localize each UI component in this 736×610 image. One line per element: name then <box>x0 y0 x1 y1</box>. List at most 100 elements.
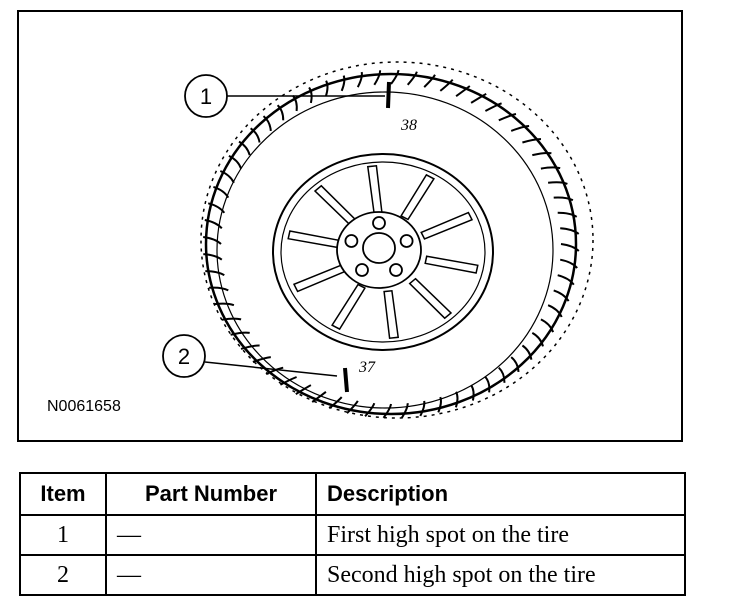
lug-nut <box>399 234 414 248</box>
tread-lug <box>423 74 436 88</box>
lug-nut <box>355 263 369 277</box>
tire <box>200 61 594 419</box>
tread-lug <box>521 344 533 360</box>
high-spot-label-2: 37 <box>358 359 376 376</box>
high-spot-label-1: 38 <box>400 117 417 134</box>
tread-lug <box>262 115 272 131</box>
wheel-spokes <box>287 164 479 340</box>
tread-lug <box>470 384 475 401</box>
tread-lug <box>553 289 570 302</box>
tread-lug <box>209 286 229 292</box>
tread-lug <box>213 185 230 199</box>
tread-lug <box>484 102 502 112</box>
tread-lug <box>553 196 574 202</box>
tread-lug <box>340 75 346 92</box>
tread-lug <box>560 258 578 269</box>
tread-lug <box>547 304 563 318</box>
wheel-spoke <box>331 283 366 331</box>
callout-2: 2 37 <box>162 334 376 393</box>
tread-lug <box>419 400 426 417</box>
tread-lug <box>532 151 552 157</box>
tread-lug <box>311 391 327 403</box>
wheel-spoke <box>420 211 474 240</box>
wheel-spoke <box>366 164 383 215</box>
figure-code: N0061658 <box>47 398 121 415</box>
cell-item: 2 <box>19 554 107 596</box>
tread-pattern <box>203 69 580 419</box>
tread-lug <box>207 202 226 214</box>
wheel-spoke <box>400 173 435 221</box>
tread-lug <box>382 403 392 419</box>
callout-1-number: 1 <box>200 84 212 109</box>
tread-lug <box>522 138 542 144</box>
tread-lug <box>510 125 530 132</box>
wheel-spoke <box>424 255 479 274</box>
tread-lug <box>252 356 271 363</box>
cell-part-number: — <box>105 514 317 556</box>
tread-lug <box>540 166 561 170</box>
wheel-spoke <box>383 289 400 340</box>
tread-lug <box>498 366 506 383</box>
tread-lug <box>557 274 575 286</box>
tread-lug <box>238 140 251 156</box>
tread-lug <box>295 384 312 395</box>
tread-lug <box>324 80 329 97</box>
tread-lug <box>439 78 454 92</box>
header-part-number: Part Number <box>105 472 317 516</box>
tread-lug <box>437 396 442 413</box>
tread-lug <box>276 104 285 121</box>
tread-lug <box>470 93 487 104</box>
tread-lug <box>204 219 223 229</box>
tread-lug <box>510 356 520 372</box>
tread-lug <box>219 170 235 184</box>
tread-lug <box>203 236 222 245</box>
tread-lug <box>557 211 578 218</box>
tread-lug <box>240 344 260 350</box>
tread-lug <box>230 331 250 336</box>
tread-lug <box>390 69 400 85</box>
tread-lug <box>560 227 580 235</box>
tread-lug <box>250 127 261 143</box>
cell-description: First high spot on the tire <box>315 514 686 556</box>
lug-nut <box>344 234 359 248</box>
tread-lug <box>484 376 491 393</box>
table-row: 1 — First high spot on the tire <box>19 514 686 556</box>
tread-lug <box>308 86 313 104</box>
high-spot-mark-1 <box>386 81 391 109</box>
tread-lug <box>455 85 471 98</box>
tread-lug <box>228 154 243 169</box>
tread-lug <box>373 70 382 86</box>
tread-lug <box>401 403 409 419</box>
lug-nuts <box>344 216 414 277</box>
cell-item: 1 <box>19 514 107 556</box>
tread-lug <box>346 400 359 414</box>
table-row: 2 — Second high spot on the tire <box>19 554 686 596</box>
tread-lug <box>221 317 242 321</box>
callout-1: 1 38 <box>184 74 417 134</box>
tread-lug <box>328 396 343 410</box>
tread-lug <box>279 376 297 386</box>
tread-lug <box>203 253 223 261</box>
callout-2-number: 2 <box>178 344 190 369</box>
tread-lug <box>406 71 418 86</box>
tread-lug <box>356 71 363 88</box>
header-item: Item <box>19 472 107 516</box>
wheel-spoke <box>292 264 346 293</box>
tread-lug <box>531 332 544 347</box>
tread-lug <box>540 318 555 333</box>
tread-lug <box>498 113 517 122</box>
tire-illustration-panel: 1 38 2 37 N0061658 <box>17 10 683 442</box>
tread-lug <box>560 243 580 252</box>
high-spot-mark-2 <box>343 367 349 393</box>
lug-nut <box>372 216 386 230</box>
header-description: Description <box>315 472 686 516</box>
tire-diagram: 1 38 2 37 <box>162 61 594 419</box>
tread-lug <box>364 402 376 417</box>
wheel-spoke <box>313 184 358 227</box>
wheel-spoke <box>408 277 453 320</box>
tread-lug <box>454 391 459 408</box>
wheel-spoke <box>287 230 342 249</box>
tread-lug <box>205 270 225 277</box>
wheel <box>272 153 494 351</box>
cell-part-number: — <box>105 554 317 596</box>
